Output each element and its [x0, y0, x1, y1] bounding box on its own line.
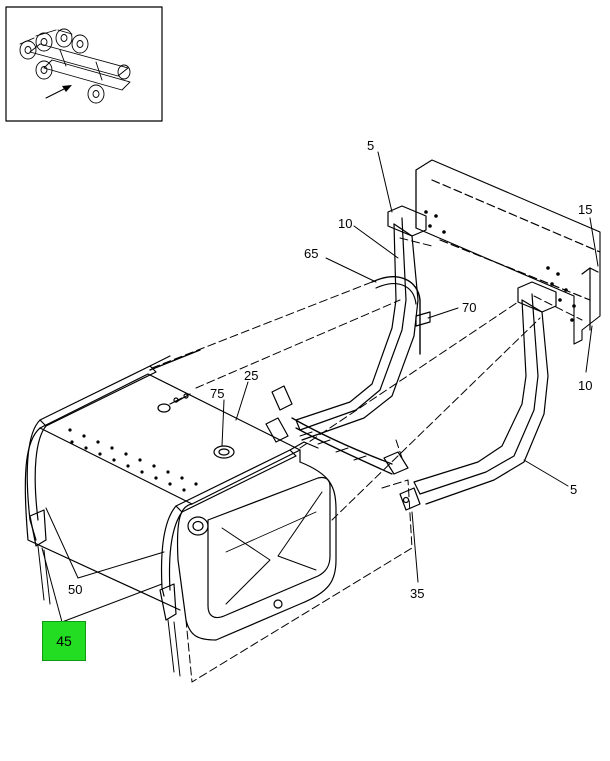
- locator-inset: [5, 6, 163, 122]
- callout-labels: 5 10 15 65 70 10 25 75 5 50 35: [68, 138, 592, 601]
- callout-50[interactable]: 50: [68, 582, 82, 597]
- bracket-lower: [413, 281, 557, 505]
- strap-lower-hardware: [265, 385, 421, 511]
- locator-arrow-icon: [45, 85, 72, 99]
- callout-45-label: 45: [56, 633, 72, 649]
- callout-10-right[interactable]: 10: [578, 378, 592, 393]
- callout-10-upper[interactable]: 10: [338, 216, 352, 231]
- callout-5-upper[interactable]: 5: [367, 138, 374, 153]
- callout-25[interactable]: 25: [244, 368, 258, 383]
- callout-45-highlighted[interactable]: 45: [42, 621, 86, 661]
- bracket-upper: [295, 205, 427, 441]
- tank-top-dots: [68, 428, 198, 492]
- frame-rail: [415, 159, 601, 345]
- chassis-locator-icon: [19, 28, 131, 104]
- fuel-tank: [24, 349, 337, 641]
- tank-straps: [26, 355, 319, 677]
- callout-15[interactable]: 15: [578, 202, 592, 217]
- frame-bolt-holes: [424, 210, 576, 322]
- strap-upper: [371, 276, 431, 355]
- leader-lines: [41, 151, 599, 623]
- callout-65[interactable]: 65: [304, 246, 318, 261]
- callout-70[interactable]: 70: [462, 300, 476, 315]
- callout-35[interactable]: 35: [410, 586, 424, 601]
- callout-5-lower[interactable]: 5: [570, 482, 577, 497]
- callout-75[interactable]: 75: [210, 386, 224, 401]
- phantom-lines: [151, 237, 583, 683]
